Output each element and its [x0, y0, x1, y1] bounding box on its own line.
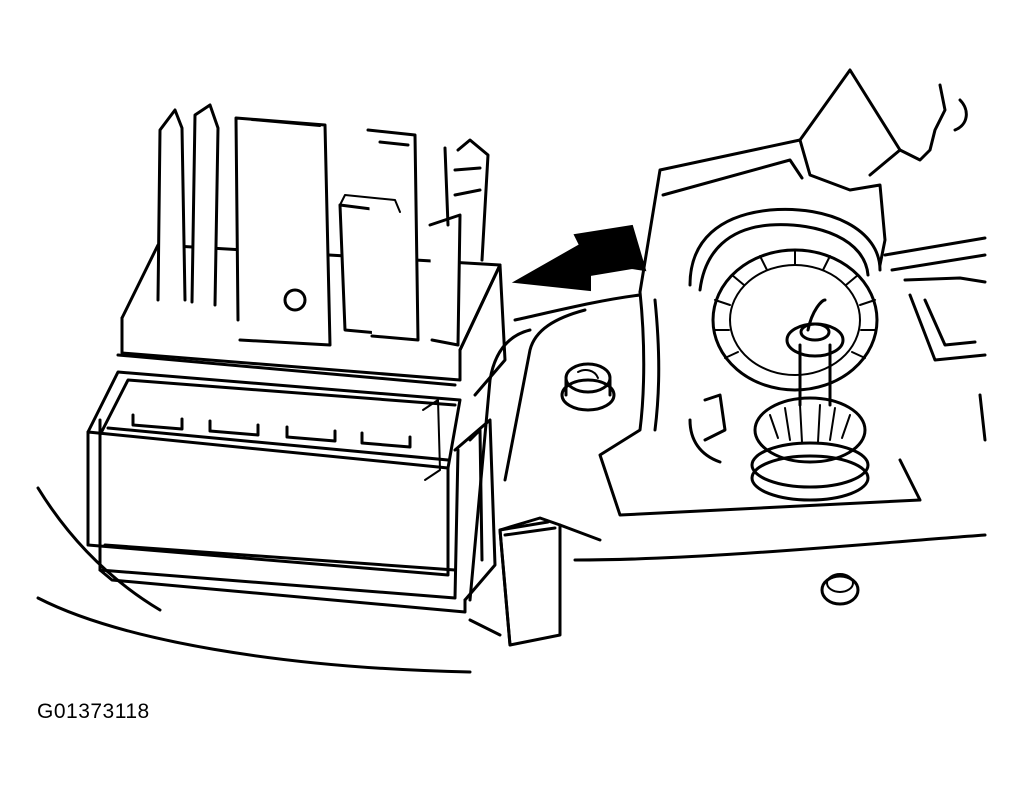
figure-id-label: G01373118: [37, 700, 150, 723]
direction-arrow: [511, 224, 647, 292]
electrical-connector: [86, 103, 507, 614]
gear-bracket: [598, 68, 968, 517]
locating-stud: [820, 573, 860, 606]
gear-assembly: [711, 248, 879, 502]
mounting-plate: [883, 236, 987, 442]
mounting-screw: [560, 362, 616, 412]
switch-block: [498, 516, 562, 647]
housing-outline: [36, 293, 987, 674]
